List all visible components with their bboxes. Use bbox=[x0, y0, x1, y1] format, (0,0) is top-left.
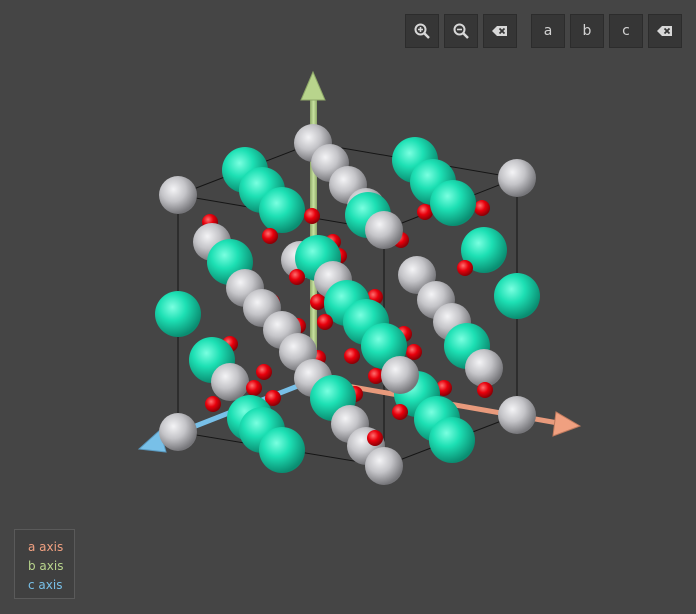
front-atoms-group bbox=[159, 356, 536, 485]
clear-button[interactable] bbox=[648, 14, 682, 48]
atom-teal bbox=[259, 427, 305, 473]
view-b-button[interactable]: b bbox=[570, 14, 604, 48]
view-c-button[interactable]: c bbox=[609, 14, 643, 48]
backspace-icon bbox=[657, 26, 672, 36]
view-a-button[interactable]: a bbox=[531, 14, 565, 48]
atom-gray bbox=[365, 211, 403, 249]
view-toolbar: a b c bbox=[531, 14, 682, 48]
atom-gray bbox=[465, 349, 503, 387]
atom-red bbox=[417, 204, 433, 220]
atom-gray bbox=[365, 447, 403, 485]
reset-view-button[interactable] bbox=[483, 14, 517, 48]
zoom-in-icon bbox=[414, 23, 430, 39]
atom-teal bbox=[430, 180, 476, 226]
atom-red bbox=[304, 208, 320, 224]
atom-red bbox=[256, 364, 272, 380]
atom-red bbox=[317, 314, 333, 330]
atoms-group bbox=[155, 124, 540, 396]
zoom-in-button[interactable] bbox=[405, 14, 439, 48]
atom-red bbox=[406, 344, 422, 360]
atom-red bbox=[262, 228, 278, 244]
atom-gray bbox=[498, 159, 536, 197]
atom-teal bbox=[429, 417, 475, 463]
atom-gray bbox=[211, 363, 249, 401]
atom-teal bbox=[494, 273, 540, 319]
atom-teal bbox=[461, 227, 507, 273]
atom-red bbox=[289, 269, 305, 285]
atom-red bbox=[457, 260, 473, 276]
atom-teal bbox=[259, 187, 305, 233]
zoom-toolbar bbox=[405, 14, 517, 48]
legend-b-axis: b axis bbox=[28, 559, 64, 573]
atom-red bbox=[344, 348, 360, 364]
atom-red bbox=[265, 390, 281, 406]
atom-gray bbox=[159, 176, 197, 214]
atom-red bbox=[477, 382, 493, 398]
atom-red bbox=[310, 294, 326, 310]
axis-legend: a axis b axis c axis bbox=[14, 529, 75, 599]
atom-red bbox=[367, 430, 383, 446]
atom-red bbox=[368, 368, 384, 384]
atom-gray bbox=[159, 413, 197, 451]
atom-red bbox=[436, 380, 452, 396]
legend-a-axis: a axis bbox=[28, 540, 64, 554]
backspace-icon bbox=[492, 26, 507, 36]
zoom-out-icon bbox=[453, 23, 469, 39]
atom-teal bbox=[155, 291, 201, 337]
zoom-out-button[interactable] bbox=[444, 14, 478, 48]
atom-red bbox=[474, 200, 490, 216]
atom-red bbox=[205, 396, 221, 412]
atom-gray bbox=[381, 356, 419, 394]
atom-red bbox=[246, 380, 262, 396]
atom-gray bbox=[498, 396, 536, 434]
atom-red bbox=[392, 404, 408, 420]
legend-c-axis: c axis bbox=[28, 578, 63, 592]
